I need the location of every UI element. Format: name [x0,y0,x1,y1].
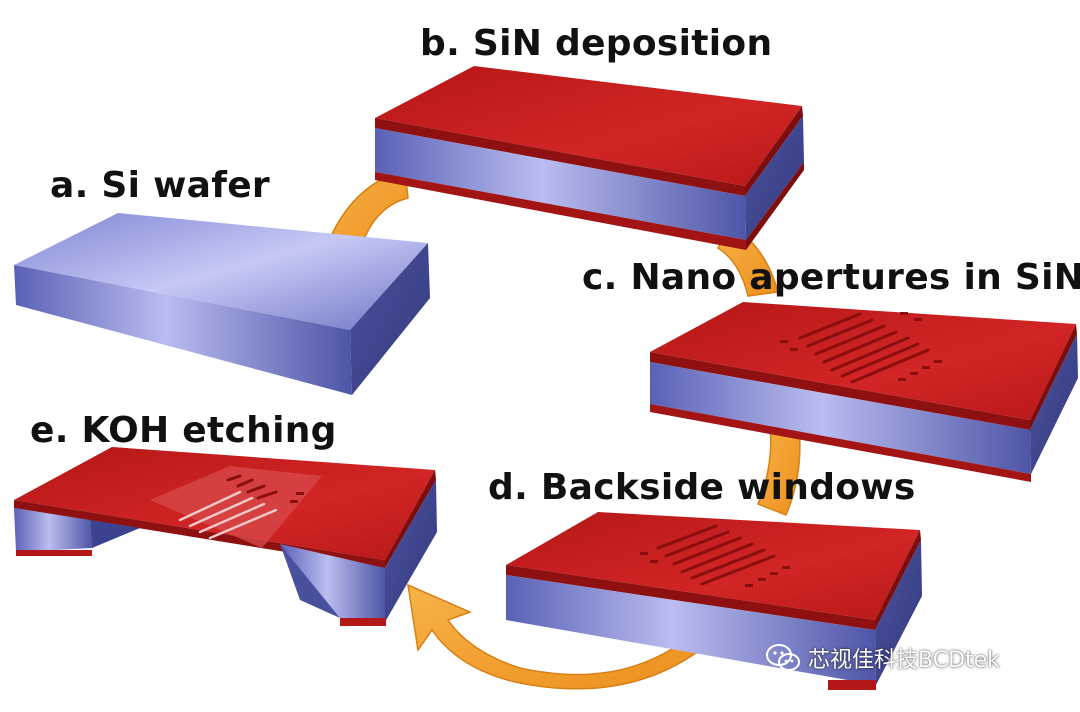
step-label-sin-deposition: b. SiN deposition [420,23,773,64]
aperture-dots [640,552,790,587]
arrow-d-to-e [407,583,702,690]
etched-edge-left [16,550,92,556]
aperture-array [178,490,278,540]
si-wafer-block [14,213,430,395]
backside-windows-block [506,512,922,690]
sin-deposition-block [375,66,804,250]
wechat-icon [766,644,800,671]
koh-etching-block [14,447,437,626]
aperture-dots [780,312,942,381]
step-label-nano-apertures: c. Nano apertures in SiN [582,257,1080,298]
aperture-lines-dark [226,474,278,500]
etched-edge-right [340,618,386,626]
aperture-dots [290,492,304,503]
backside-window-pad [828,680,876,690]
step-label-si-wafer: a. Si wafer [50,165,270,206]
aperture-array [656,524,776,586]
step-label-koh-etching: e. KOH etching [30,410,337,451]
step-label-backside-windows: d. Backside windows [488,467,916,508]
arrow-c-to-d [757,419,801,516]
watermark-text: 芯视佳科技BCDtek [808,648,1000,673]
aperture-array [798,312,930,384]
nano-apertures-block [650,302,1078,482]
watermark: 芯视佳科技BCDtek [766,642,1000,674]
membrane-window [150,466,322,548]
